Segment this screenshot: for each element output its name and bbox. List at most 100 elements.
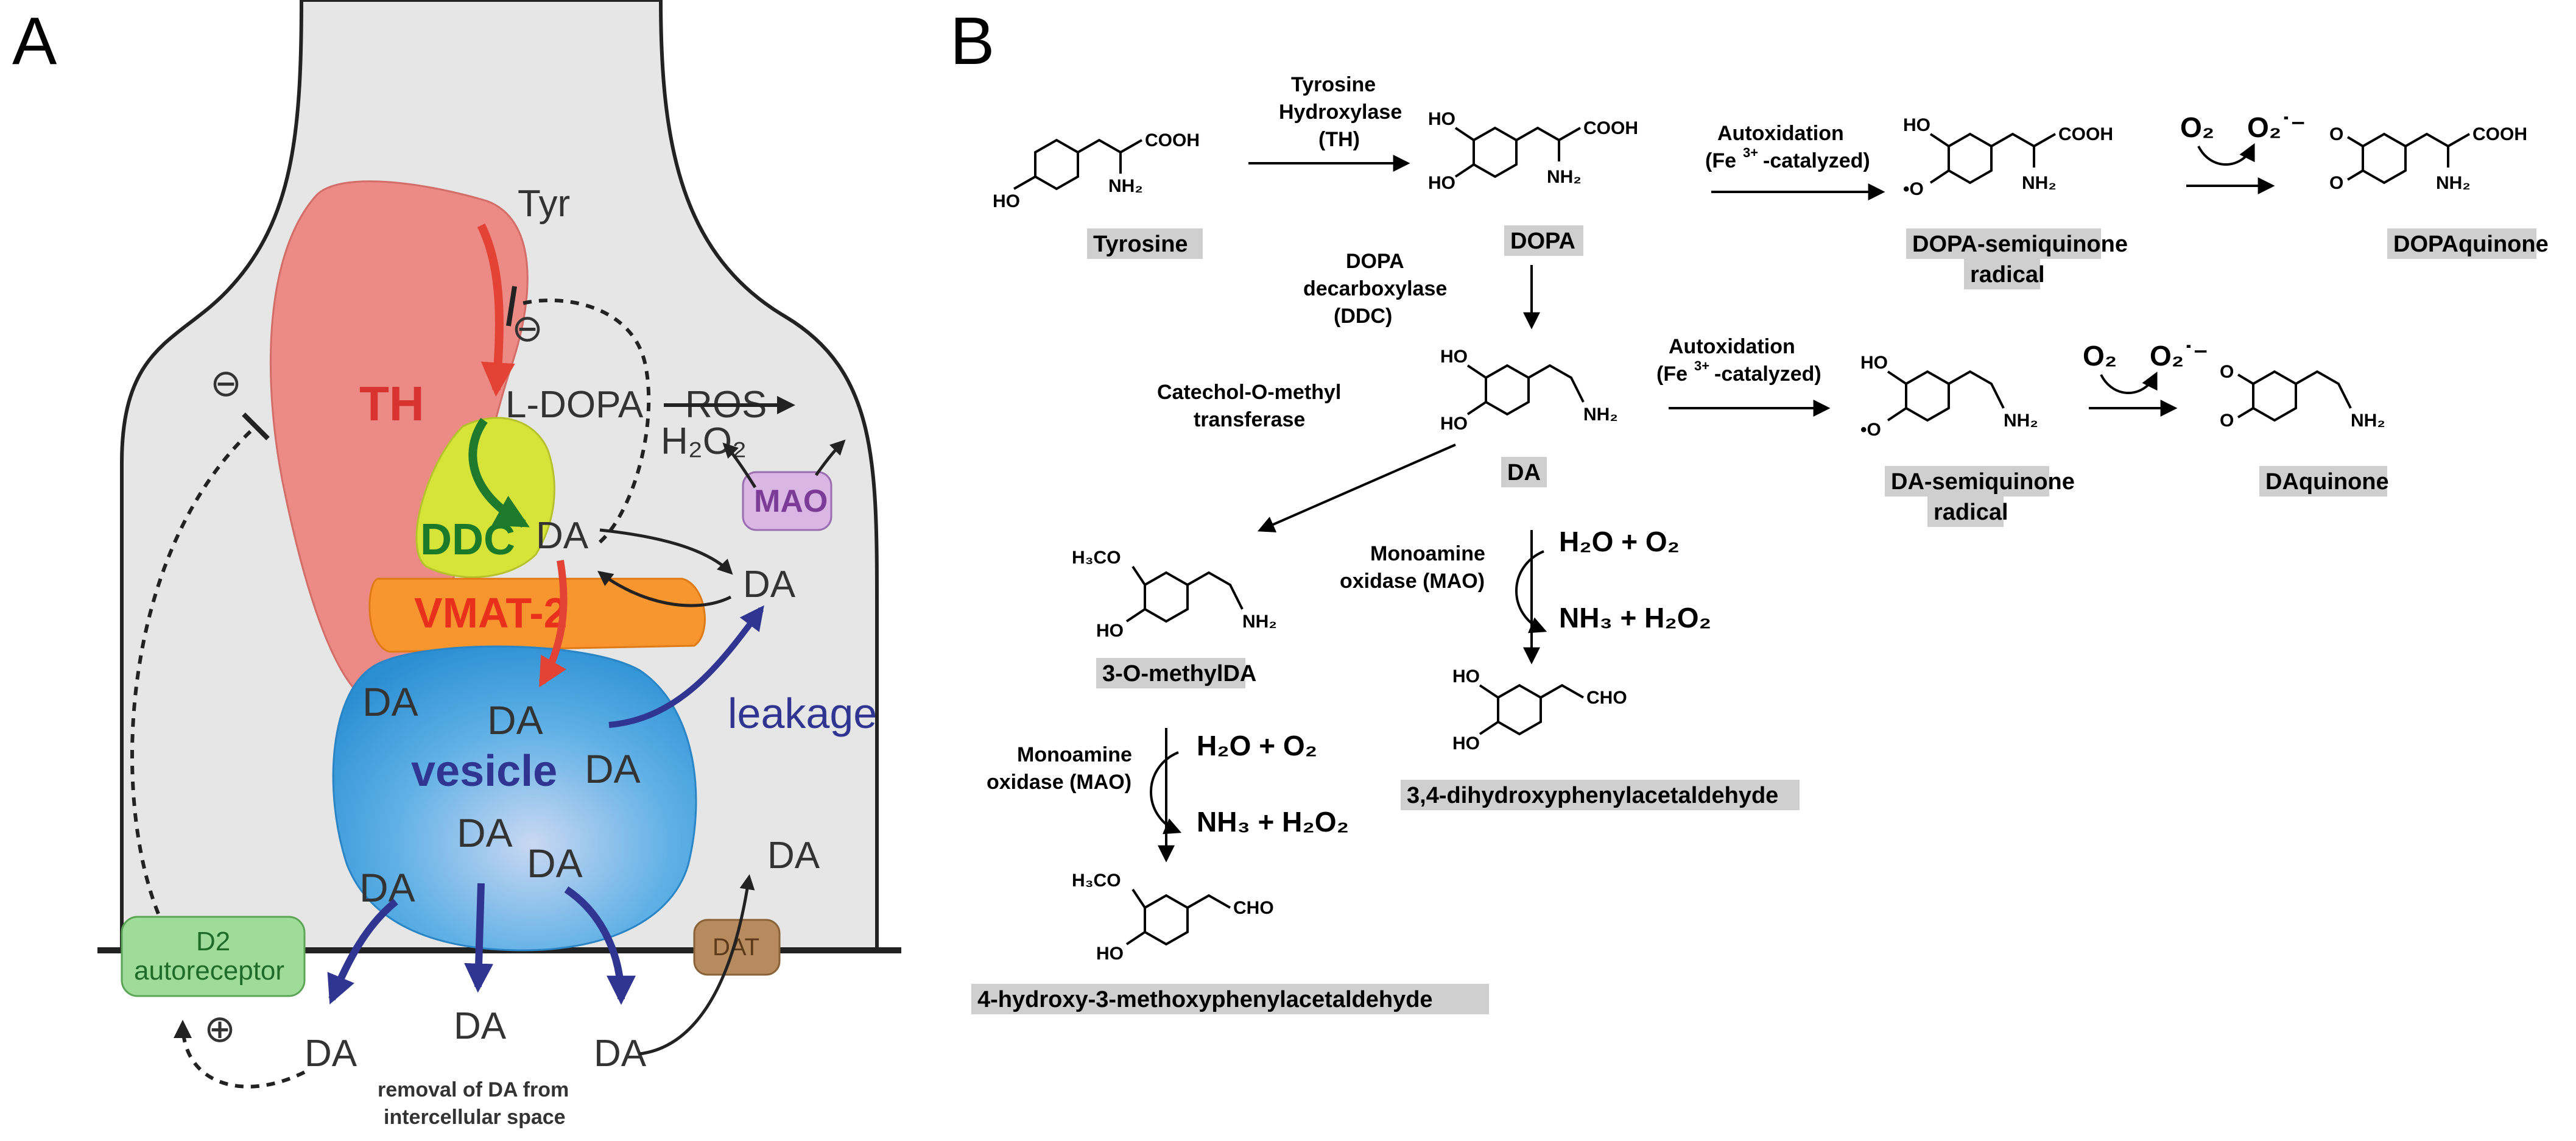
ddc-enzyme-1: DOPA	[1346, 250, 1404, 273]
dq-cooh: COOH	[2472, 124, 2527, 144]
da-semiquinone-structure	[1887, 370, 2005, 422]
mopal-name-bg	[971, 984, 1489, 1014]
activate-sign: ⊕	[204, 1008, 236, 1050]
da-to-mao-arrow	[599, 528, 733, 575]
o2-curved-arrow-2	[2100, 371, 2158, 394]
vesicle-da: DA	[585, 746, 641, 791]
dopa-sq-name-2: radical	[1970, 262, 2045, 288]
d2-autoreceptor	[121, 916, 306, 997]
panel-b: B HO COOH NH₂ Tyrosine Tyrosine Hydroxyl…	[950, 4, 2549, 1014]
dopal-structure	[1479, 684, 1584, 736]
da-cytosol-label: DA	[536, 515, 589, 557]
mao-1-nh3-h2o2: NH₃ + H₂O₂	[1559, 602, 1711, 634]
da-feedback-dashed	[517, 298, 651, 544]
o2-radical-2: O₂˙⁻	[2150, 340, 2208, 372]
dopa-ho-1: HO	[1428, 109, 1455, 129]
ldopa-label: L-DOPA	[505, 384, 644, 426]
daquinone-name-bg	[2259, 466, 2387, 496]
dat-transporter	[693, 919, 781, 976]
dsq-nh2: NH₂	[2022, 173, 2057, 193]
tyrosine-ho: HO	[993, 191, 1020, 211]
dsq-radical-o: •O	[1903, 179, 1924, 199]
comt-arrow	[1257, 443, 1456, 532]
mao-1-curve	[1515, 550, 1547, 634]
daq-nh2: NH₂	[2351, 411, 2385, 431]
removal-label-2: intercellular space	[384, 1106, 566, 1129]
tyrosine-name-bg	[1087, 228, 1203, 259]
released-da: DA	[304, 1033, 357, 1075]
da-name: DA	[1507, 460, 1541, 486]
vmat2-label: VMAT-2	[414, 589, 568, 637]
dopa-name: DOPA	[1510, 228, 1575, 254]
d2-feedback-dashed	[130, 425, 258, 915]
comt-line1: Catechol-O-methyl	[1157, 381, 1341, 404]
tyr-to-ldopa-arrow	[477, 223, 515, 397]
autox-1-line1: Autoxidation	[1717, 122, 1844, 145]
o2-1: O₂	[2180, 111, 2214, 143]
mao-2-curve	[1150, 751, 1182, 835]
leakage-arrow	[608, 605, 764, 728]
tyrosine-structure	[1013, 138, 1142, 191]
panel-a-letter: A	[12, 4, 57, 79]
tyr-label: Tyr	[518, 183, 570, 225]
dopa-cooh: COOH	[1583, 118, 1638, 138]
mao-2-h2o-o2: H₂O + O₂	[1197, 730, 1317, 761]
d2-activate-dashed	[174, 1020, 306, 1089]
dopa-ho-2: HO	[1428, 173, 1455, 193]
mao-1-line2: oxidase (MAO)	[1340, 570, 1485, 593]
dopal-name: 3,4-dihydroxyphenylacetaldehyde	[1407, 783, 1778, 808]
dopa-sq-name-1: DOPA-semiquinone	[1912, 231, 2128, 257]
th-label: TH	[359, 376, 424, 431]
release-arrow-right	[564, 886, 636, 1005]
dopal-ho-2: HO	[1452, 733, 1480, 754]
inhibit-sign-da: ⊖	[512, 308, 543, 350]
ddc-enzyme-2: decarboxylase	[1303, 277, 1447, 300]
autox-1-line2c: -catalyzed)	[1763, 149, 1870, 172]
autox-2-line2b: 3+	[1694, 358, 1709, 373]
released-da: DA	[594, 1033, 647, 1075]
daquinone-structure	[2237, 370, 2352, 422]
methylda-name-bg	[1096, 658, 1245, 688]
da-sq-name-bg-2	[1927, 496, 2004, 527]
tyrosine-nh2: NH₂	[1108, 176, 1143, 196]
d2-inhibit-bar	[242, 412, 270, 440]
autox-1-line2a: (Fe	[1705, 149, 1736, 172]
o2-2: O₂	[2083, 340, 2117, 372]
mao-2-line2: oxidase (MAO)	[987, 771, 1131, 794]
dopa-sq-name-bg-2	[1964, 259, 2040, 289]
th-enzyme-3: (TH)	[1318, 128, 1360, 151]
o2-radical-1: O₂˙⁻	[2247, 111, 2306, 143]
dat-uptake-arrow	[639, 874, 755, 1056]
ddc-label: DDC	[420, 515, 515, 564]
mopal-h3co: H₃CO	[1072, 871, 1121, 891]
daquinone-name: DAquinone	[2265, 469, 2389, 495]
tyrosine-name: Tyrosine	[1093, 231, 1188, 257]
mopal-ho: HO	[1096, 944, 1124, 964]
autoreceptor-label: autoreceptor	[134, 956, 284, 986]
methylda-ho: HO	[1096, 621, 1124, 641]
vesicle-da: DA	[527, 841, 583, 886]
th-enzyme-1: Tyrosine	[1291, 73, 1376, 96]
released-da: DA	[454, 1005, 507, 1047]
da-structure	[1466, 364, 1585, 416]
panel-b-letter: B	[950, 4, 994, 79]
mao-da-back-arrow	[597, 570, 732, 607]
dopaquinone-name-bg	[2387, 228, 2536, 259]
dopa-structure	[1454, 126, 1581, 178]
ddc-enzyme-3: (DDC)	[1334, 305, 1392, 328]
dsq-ho: HO	[1903, 115, 1930, 135]
da-sq-name-bg-1	[1885, 466, 2049, 496]
dsq-cooh: COOH	[2058, 124, 2113, 144]
mao-label: MAO	[754, 484, 828, 519]
th-enzyme-2: Hydroxylase	[1279, 101, 1402, 124]
da-ho-1: HO	[1440, 347, 1468, 367]
autox-2-line2c: -catalyzed)	[1714, 362, 1821, 386]
dopa-semiquinone-structure	[1929, 132, 2056, 185]
methylda-name: 3-O-methylDA	[1102, 661, 1256, 687]
vesicle-da: DA	[487, 698, 543, 743]
autox-2-line2a: (Fe	[1656, 362, 1687, 386]
tyrosine-cooh: COOH	[1145, 130, 1200, 150]
methylda-nh2: NH₂	[1242, 612, 1277, 632]
vesicle-da: DA	[457, 810, 513, 855]
dopal-name-bg	[1401, 780, 1800, 810]
